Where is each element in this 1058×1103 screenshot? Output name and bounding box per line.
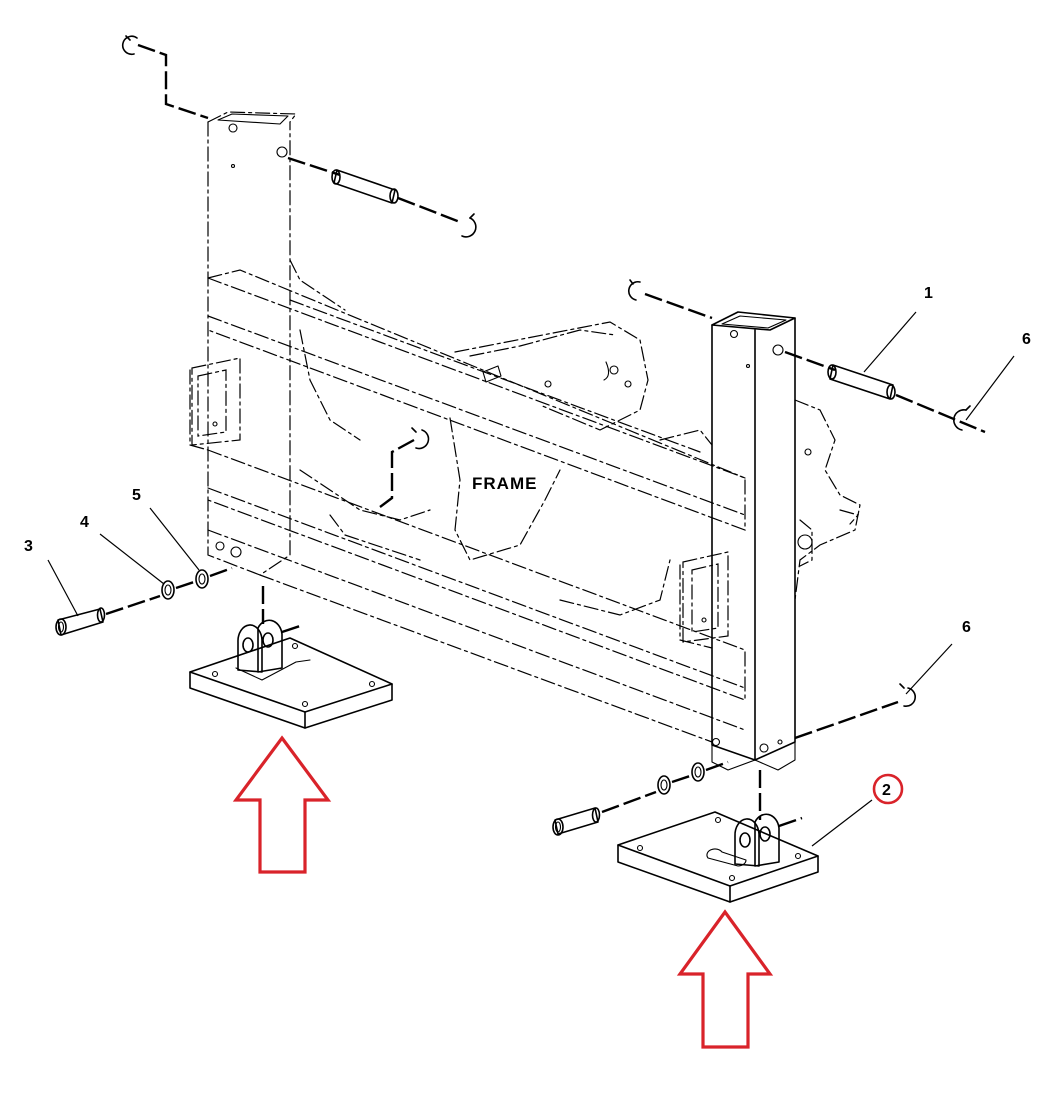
frame-label: FRAME [472,474,537,493]
callout-6-lower: 6 [962,619,971,636]
frame-left-bracket [189,357,241,451]
highlight-arrow-left [232,735,332,874]
leader-line-6-upper [965,355,1015,421]
frame-chassis-background [289,259,861,616]
highlight-arrows [232,735,774,1049]
frame-right-bracket [679,551,729,649]
washer-item-5 [195,566,233,589]
leader-line-2 [811,799,873,847]
washer-item-4 [161,580,195,600]
callout-2: 2 [882,782,891,799]
retaining-ring-upper-mid [627,279,713,320]
callout-3: 3 [24,538,33,555]
leader-line-4 [99,533,165,585]
right-upright-post [711,311,796,771]
retaining-ring-item-6-upper [953,405,971,431]
leader-lines [47,311,1015,847]
callout-2-highlight-circle [872,773,904,805]
base-plate-left [189,586,393,729]
callout-1: 1 [924,285,933,302]
leader-line-5 [149,507,200,571]
leader-line-1 [863,311,917,373]
callout-5: 5 [132,487,141,504]
highlight-arrow-right [676,909,774,1049]
retaining-ring-top-left [121,35,209,120]
pivot-pin-item-1 [784,350,986,434]
pin-lower-right [552,760,729,836]
callout-4: 4 [80,514,89,531]
base-plate-right-item-2 [617,770,819,903]
callout-6-upper: 6 [1022,331,1031,348]
frame-lower-beam [207,449,746,743]
leader-line-3 [47,559,79,617]
callout-numbers: 1 6 6 3 4 5 2 [24,285,1031,805]
retaining-ring-top-right-pin [461,213,477,238]
retaining-ring-center [379,427,430,508]
leader-line-6-lower [905,643,953,695]
frame-upper-beam [207,269,746,531]
pin-item-3 [55,594,161,636]
pivot-pin-top-left [287,156,461,224]
retaining-ring-item-6-lower [794,683,917,740]
